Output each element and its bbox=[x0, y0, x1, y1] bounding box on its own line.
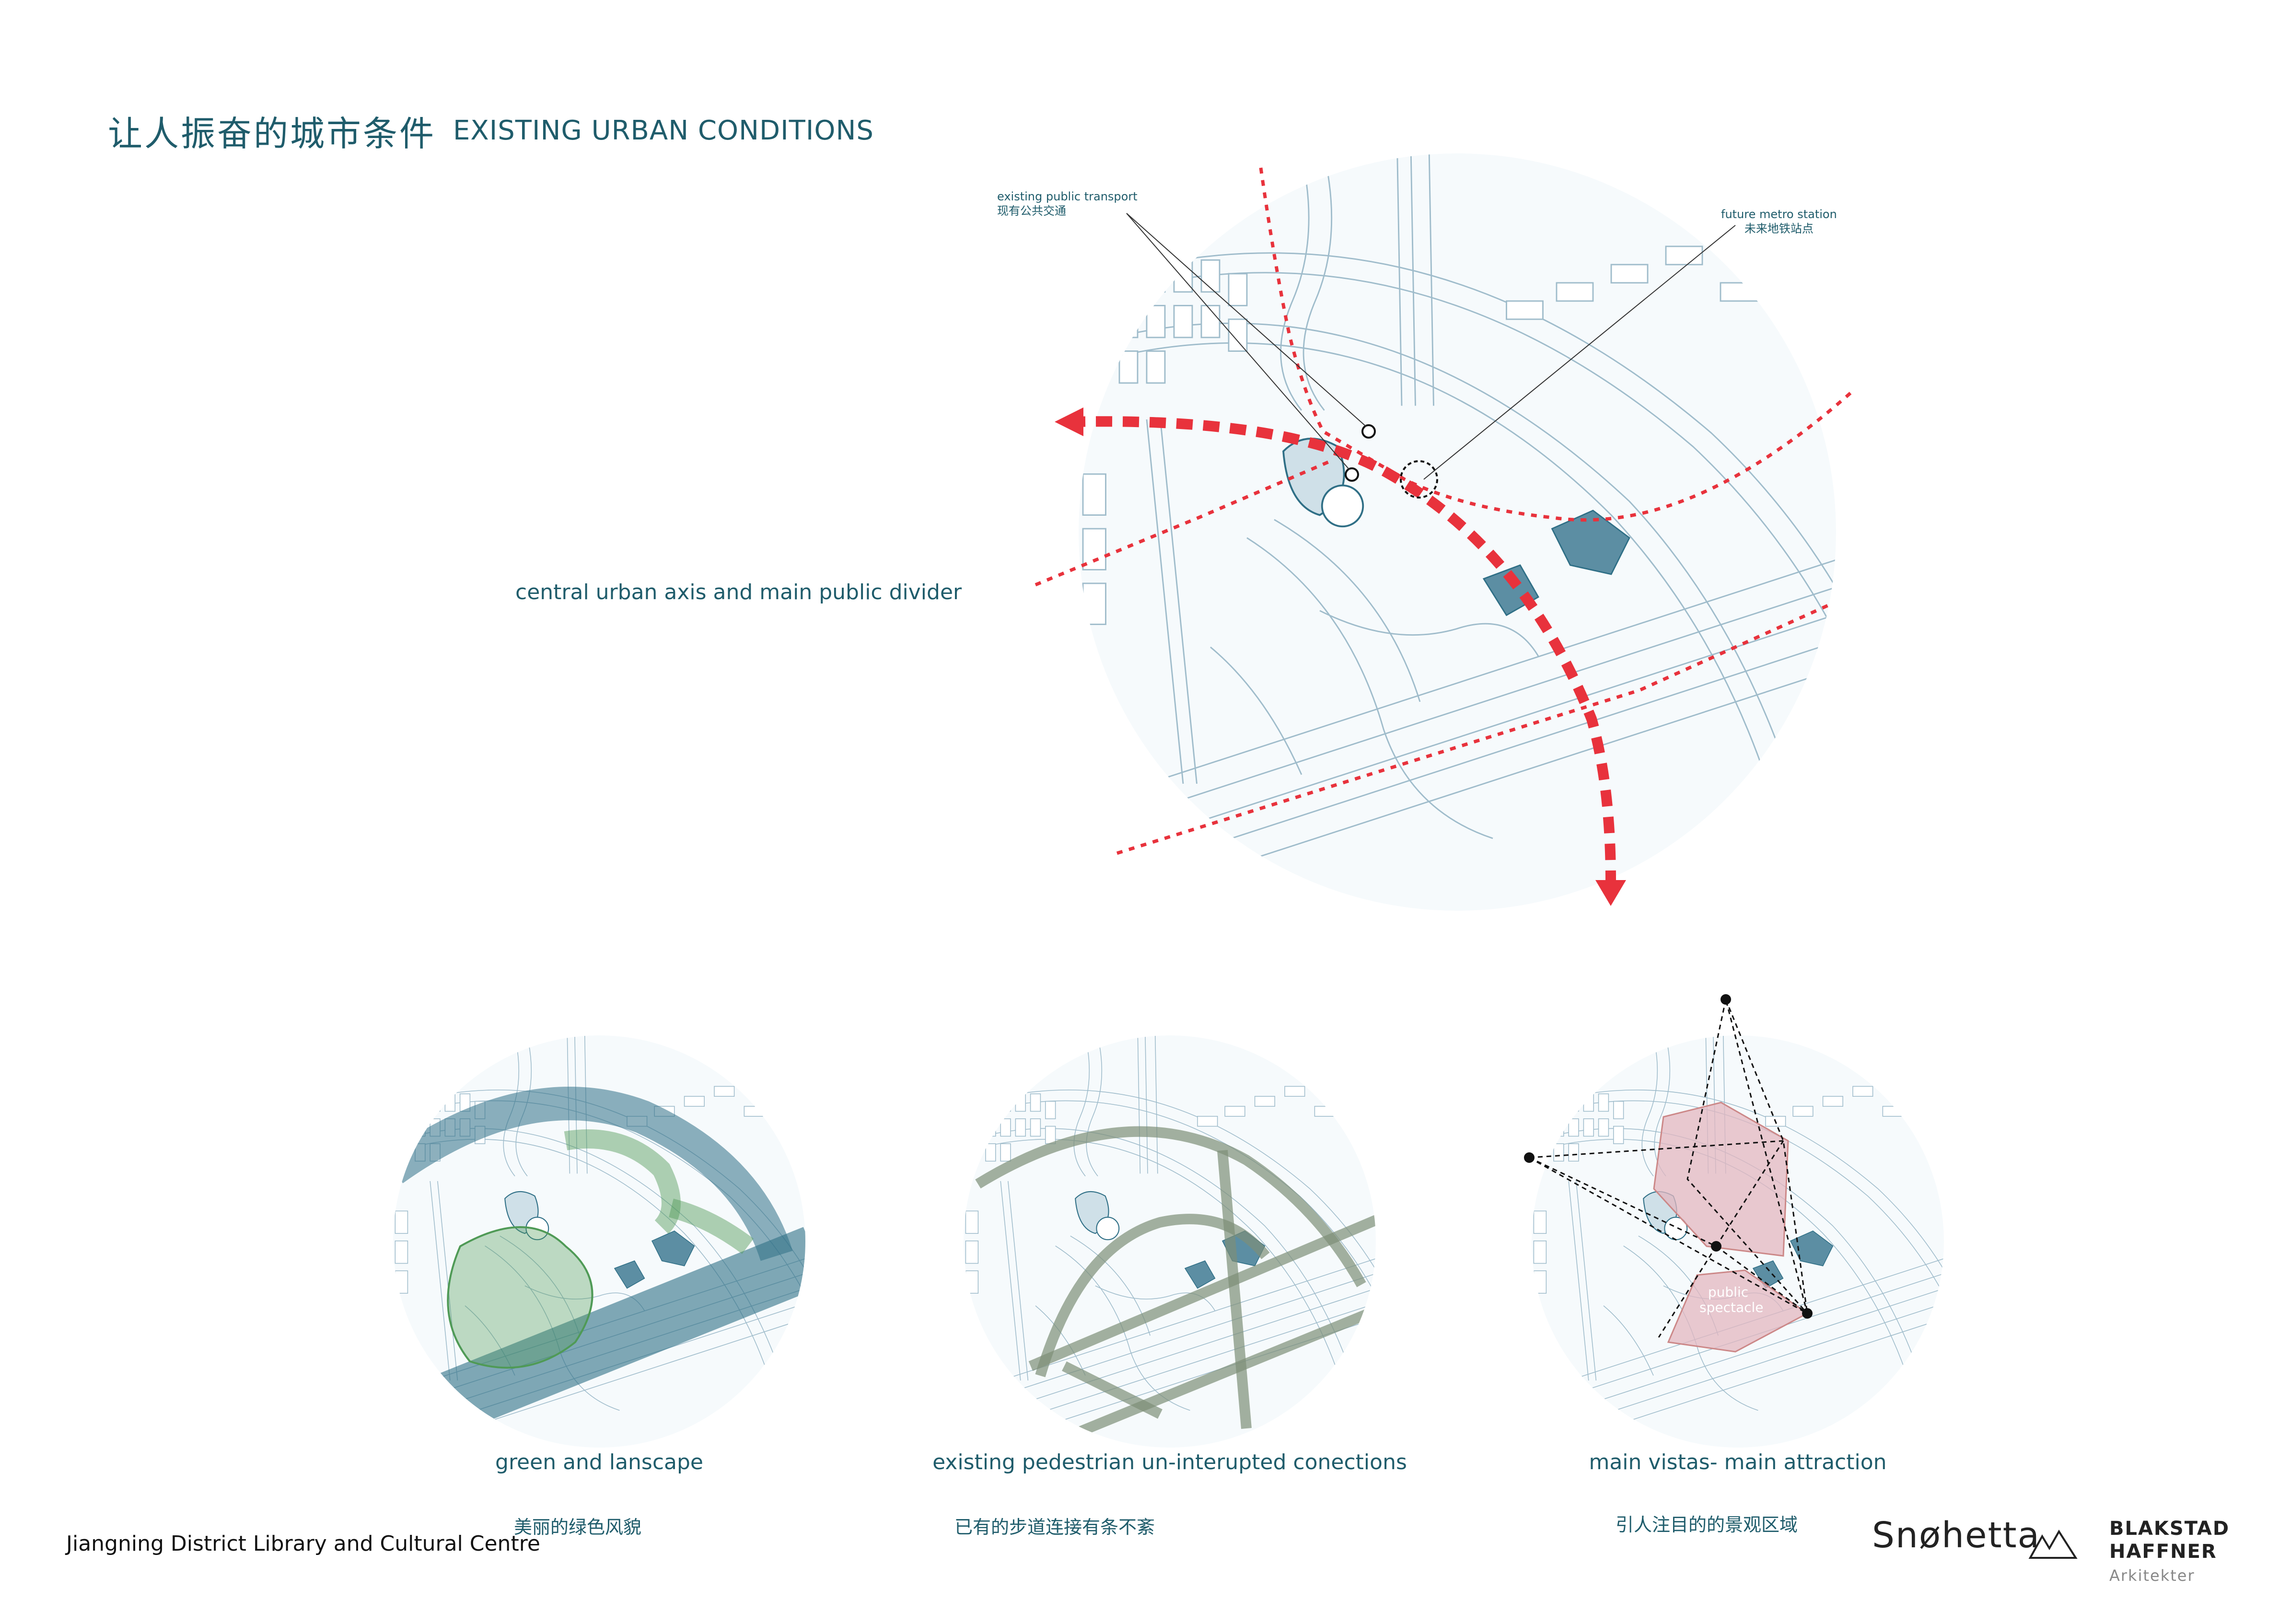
axis-label: central urban axis and main public divid… bbox=[515, 580, 962, 604]
logo-bh-sub: Arkitekter bbox=[2109, 1566, 2195, 1585]
page-title-cn: 让人振奋的城市条件 bbox=[108, 114, 436, 154]
panel-vistas-map bbox=[1532, 1035, 1944, 1448]
caption-vistas-cn: 引人注目的的景观区域 bbox=[1615, 1514, 1798, 1535]
caption-green-cn: 美丽的绿色风貌 bbox=[513, 1517, 642, 1538]
panel-pedestrian-map bbox=[964, 1035, 1376, 1448]
vista-points bbox=[1524, 994, 1813, 1319]
caption-vistas-en: main vistas- main attraction bbox=[1589, 1450, 1887, 1474]
caption-pedestrian-cn: 已有的步道连接有条不紊 bbox=[954, 1517, 1155, 1538]
secondary-axes bbox=[1035, 167, 1852, 855]
mountain-logo-icon bbox=[2028, 1530, 2078, 1559]
page-title-en: EXISTING URBAN CONDITIONS bbox=[453, 115, 874, 146]
logo-snohetta: Snøhetta bbox=[1872, 1515, 2040, 1556]
callout-metro-en: future metro station bbox=[1721, 208, 1837, 221]
transport-markers bbox=[1345, 424, 1438, 499]
logo-blakstad-haffner: BLAKSTAD HAFFNER bbox=[2109, 1517, 2230, 1563]
zone-label: public spectacle bbox=[1699, 1284, 1764, 1315]
callout-metro-cn: 未来地铁站点 bbox=[1744, 222, 1814, 235]
main-site-map bbox=[1079, 153, 1836, 911]
callout-transport-cn: 现有公共交通 bbox=[997, 204, 1066, 218]
callout-leaders bbox=[1126, 213, 1736, 480]
vista-lines bbox=[1529, 999, 1808, 1338]
project-name: Jiangning District Library and Cultural … bbox=[66, 1531, 540, 1556]
logo-bh-line1: BLAKSTAD bbox=[2109, 1518, 2230, 1540]
caption-pedestrian-en: existing pedestrian un-interupted conect… bbox=[932, 1450, 1407, 1474]
callout-transport-en: existing public transport bbox=[997, 190, 1138, 203]
panel-green-landscape-map bbox=[393, 1035, 805, 1448]
caption-green-en: green and lanscape bbox=[495, 1450, 703, 1474]
callout-transport: existing public transport 现有公共交通 bbox=[997, 189, 1138, 218]
callout-metro: future metro station 未来地铁站点 bbox=[1721, 207, 1837, 236]
main-axis-arrow bbox=[1055, 407, 1626, 906]
logo-bh-line2: HAFFNER bbox=[2109, 1541, 2217, 1563]
